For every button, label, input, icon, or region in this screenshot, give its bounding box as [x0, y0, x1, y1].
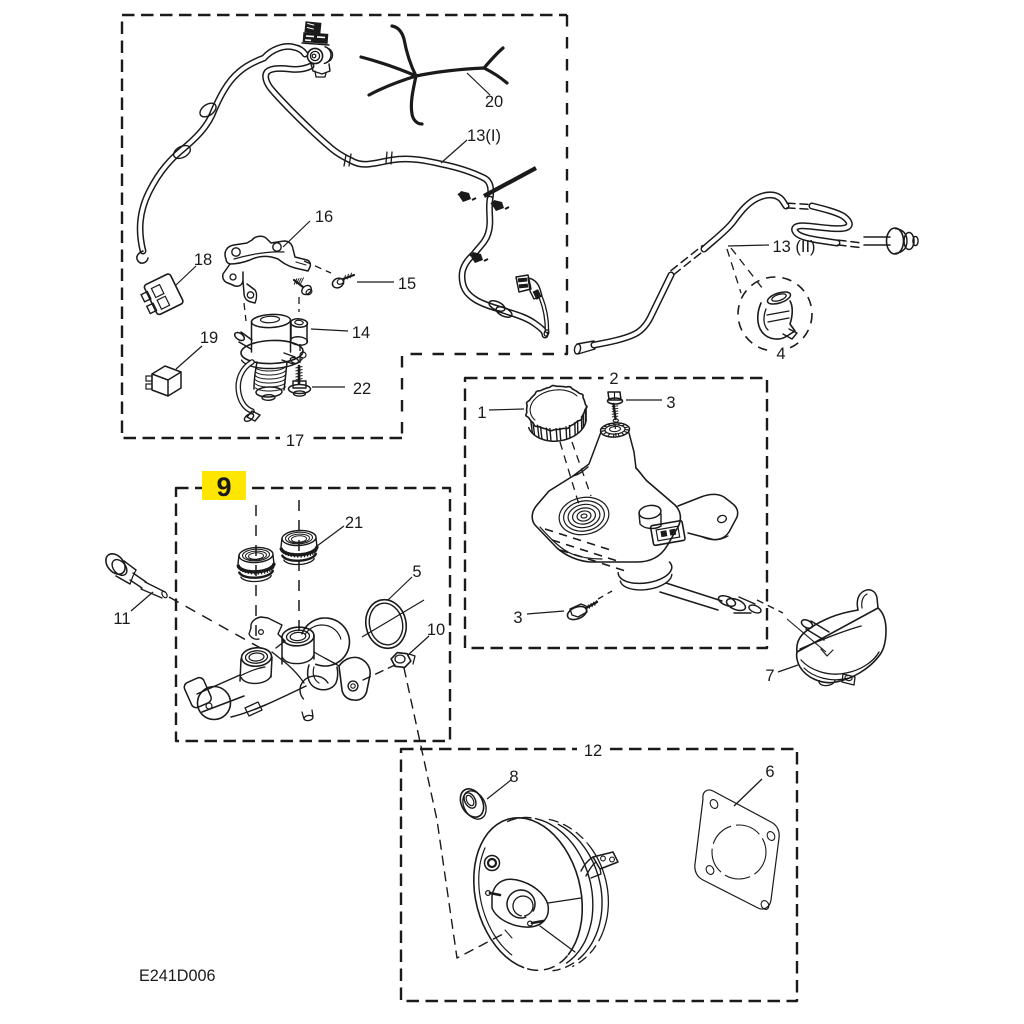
svg-text:4: 4: [776, 345, 785, 363]
svg-text:13(I): 13(I): [467, 127, 501, 145]
svg-text:3: 3: [666, 394, 675, 412]
svg-text:18: 18: [194, 251, 212, 269]
svg-text:13 (II): 13 (II): [772, 238, 815, 256]
svg-text:2: 2: [609, 370, 618, 388]
svg-text:21: 21: [345, 514, 363, 532]
svg-text:6: 6: [765, 763, 774, 781]
svg-text:22: 22: [353, 380, 371, 398]
svg-text:8: 8: [509, 768, 518, 786]
svg-text:11: 11: [113, 610, 130, 628]
svg-text:14: 14: [352, 324, 370, 342]
svg-text:1: 1: [477, 404, 486, 422]
svg-text:9: 9: [216, 472, 231, 502]
svg-text:19: 19: [200, 329, 218, 347]
svg-text:7: 7: [765, 667, 774, 685]
svg-text:17: 17: [286, 432, 304, 450]
svg-text:3: 3: [513, 609, 522, 627]
svg-text:E241D006: E241D006: [139, 967, 216, 985]
svg-text:16: 16: [315, 208, 333, 226]
svg-text:20: 20: [485, 93, 503, 111]
svg-text:10: 10: [427, 621, 445, 639]
svg-text:12: 12: [584, 742, 602, 760]
svg-text:15: 15: [398, 275, 416, 293]
svg-text:5: 5: [412, 563, 421, 581]
